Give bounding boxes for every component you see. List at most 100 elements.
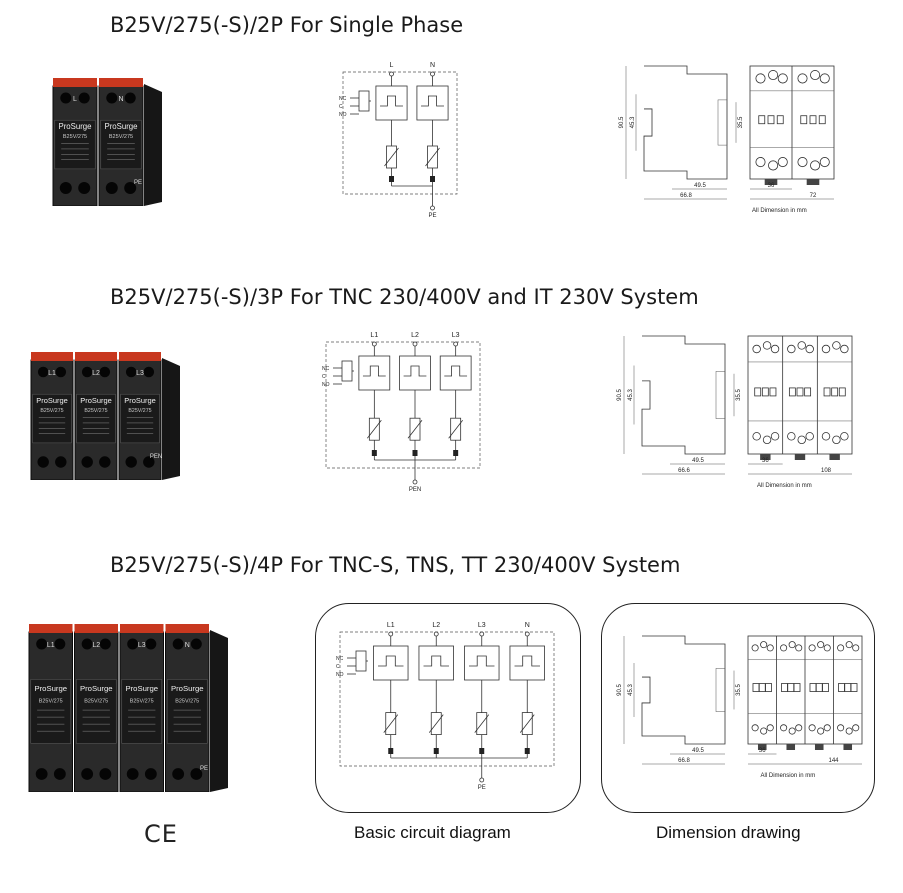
terminal-hole [190, 768, 203, 780]
window [752, 683, 760, 692]
window [809, 683, 817, 692]
screw-top [770, 344, 780, 354]
fuse-block [479, 748, 485, 754]
caption-circuit-diagram: Basic circuit diagram [354, 823, 511, 842]
terminal [524, 631, 530, 637]
screw-bottom [780, 724, 788, 732]
window [796, 387, 804, 397]
device-side-panel [144, 84, 162, 206]
screw-bottom [808, 724, 816, 732]
screw-bottom [751, 724, 759, 732]
terminal-hole [172, 638, 184, 650]
circuit-pe-label: PE [478, 785, 486, 790]
screw-bottom [845, 727, 853, 735]
pole-label: L2 [92, 642, 100, 649]
module-red-cap [120, 624, 164, 633]
varistor-slash [519, 714, 535, 733]
device-photo-4p: L1ProSurgeB25V/275L2ProSurgeB25V/275L3Pr… [28, 624, 228, 792]
terminal-hole [124, 92, 136, 104]
brand-label: ProSurge [36, 396, 68, 405]
fuse-block [412, 450, 418, 456]
screw-bottom [768, 160, 779, 171]
screw-top [752, 344, 761, 354]
screw-bottom [760, 727, 768, 735]
side-outline [643, 65, 728, 180]
model-label: B25V/275 [84, 698, 108, 704]
model-label: B25V/275 [63, 134, 87, 140]
screw-top [777, 73, 788, 84]
terminal-hole [36, 638, 48, 650]
screw-top [766, 644, 774, 652]
terminal-hole [145, 638, 157, 650]
dim-a: 49.5 [692, 458, 704, 464]
varistor-slash [384, 147, 399, 167]
bottom-terminal [794, 454, 806, 460]
model-label: B25V/275 [84, 408, 107, 414]
contact-label-c: C [339, 104, 343, 110]
section-title-4p: B25V/275(-S)/4P For TNC-S, TNS, TT 230/4… [110, 553, 681, 577]
window [844, 683, 852, 692]
window [781, 683, 788, 692]
screw-top [755, 73, 766, 84]
terminal-hole [53, 768, 66, 780]
dim-note: All Dimension in mm [752, 208, 807, 214]
terminal [412, 341, 418, 347]
window [838, 387, 846, 397]
module-red-cap [165, 624, 209, 633]
pole-label: L3 [138, 642, 146, 649]
screw-bottom [810, 160, 821, 171]
terminal-hole [125, 366, 137, 378]
pole-label: N [118, 96, 123, 103]
window [758, 115, 766, 125]
brand-label: ProSurge [104, 122, 137, 131]
screw-bottom [788, 727, 796, 735]
terminal-hole [35, 768, 48, 780]
dimension-panel [601, 603, 875, 813]
circuit-pole: N [509, 622, 545, 758]
cartridge [32, 393, 72, 444]
circuit-pole: L3 [464, 622, 500, 758]
varistor-slash [407, 419, 423, 439]
terminal-hole [105, 182, 118, 194]
terminal-hole [81, 366, 93, 378]
screw-top [840, 344, 849, 354]
circuit-pole-label: L2 [411, 332, 419, 339]
window [850, 683, 858, 692]
contact-label-nc: NC [339, 96, 347, 102]
enclosure-outline [342, 71, 458, 195]
circuit-pole: N [416, 62, 449, 186]
screw-bottom [805, 432, 814, 441]
screw-bottom [770, 432, 780, 441]
dim-h1: 90.5 [619, 116, 625, 128]
screw-top [845, 641, 853, 649]
screw-top [751, 644, 759, 652]
disconnector-symbol [469, 655, 495, 667]
terminal-hole [99, 768, 112, 780]
screw-top [797, 341, 806, 350]
terminal-hole [99, 366, 111, 378]
fuse-block [389, 176, 394, 182]
screw-bottom [840, 432, 849, 441]
dim-c: 36 [768, 183, 775, 189]
screw-top [780, 644, 788, 652]
ce-mark: CE [144, 820, 178, 848]
screw-bottom [752, 432, 761, 441]
dim-h1: 90.5 [617, 389, 623, 401]
contact-label-nc: NC [336, 656, 344, 662]
screw-top [795, 644, 803, 652]
disconnector-symbol [423, 655, 449, 667]
disconnector-symbol [380, 95, 403, 107]
thermal-disconnector [439, 355, 472, 391]
thermal-disconnector [399, 355, 431, 391]
circuit-pole-label: L2 [432, 622, 440, 629]
terminal-hole [99, 456, 111, 468]
brand-label: ProSurge [34, 684, 67, 693]
fuse-block [433, 748, 439, 754]
screw-bottom [797, 157, 808, 168]
terminal-hole [127, 638, 139, 650]
dim-b: 66.6 [678, 468, 690, 474]
